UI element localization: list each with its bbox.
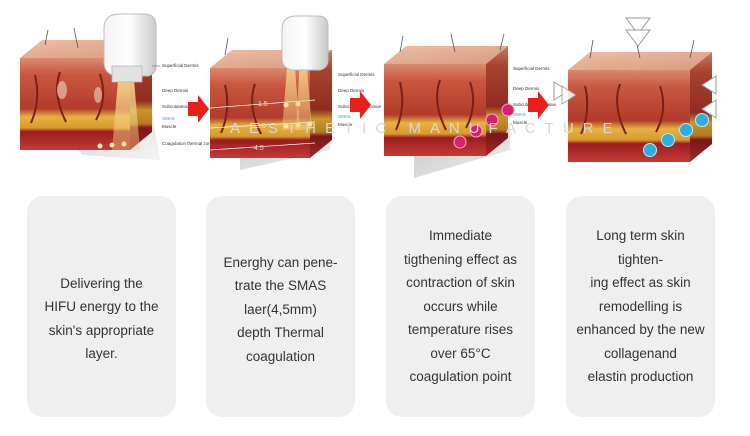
right-arrow-icon xyxy=(561,85,577,105)
stage-3-label-smas: SMAS xyxy=(513,112,526,117)
stage-3-label-deep: Deep Dermis xyxy=(513,86,540,91)
stage-2-depth-2: 3.0 xyxy=(256,123,266,130)
stage-1-label-subq: Subcutaneous Tissue xyxy=(162,104,206,109)
stage-3-collagen-dots xyxy=(453,103,515,149)
stage-1-label-muscle: Muscle xyxy=(162,124,177,129)
left-arrow-icon xyxy=(701,75,717,95)
stage-2-label-smas: SMAS xyxy=(338,114,351,119)
watermark: AESTHETIC MANUFACTURE xyxy=(230,120,622,137)
stage-3-label-superficial: Superficial Dermis xyxy=(513,66,550,71)
stage-2-label-superficial: Superficial Dermis xyxy=(338,72,375,77)
description-cards: Delivering the HIFU energy to the skin's… xyxy=(0,196,750,418)
stage-3-skin-block xyxy=(384,33,515,178)
arrow-1-icon xyxy=(188,95,209,123)
stage-3-labels: Superficial Dermis Deep Dermis Subcutane… xyxy=(513,66,557,125)
hifu-diagram: Superficial Dermis Deep Dermis Subcutane… xyxy=(20,13,717,178)
right-arrow-icon xyxy=(553,81,569,101)
down-arrow-icon xyxy=(625,17,651,35)
stage-2-label-muscle: Muscle xyxy=(338,122,353,127)
card-step-4-text: Long term skin tighten- ing effect as sk… xyxy=(576,228,705,385)
stage-1-label-deep: Deep Dermis xyxy=(162,88,189,93)
card-step-1: Delivering the HIFU energy to the skin's… xyxy=(27,196,176,417)
stage-1-label-superficial: Superficial Dermis xyxy=(162,63,199,68)
stage-2-probe xyxy=(281,15,329,130)
stage-4-compression-arrows xyxy=(553,17,717,119)
card-step-2: Energhy can pene- trate the SMAS laer(4,… xyxy=(206,196,355,417)
stage-2-depth-1: 1.5 xyxy=(258,101,268,108)
card-step-1-text: Delivering the HIFU energy to the skin's… xyxy=(44,275,159,362)
diagram-stage: Superficial Dermis Deep Dermis Subcutane… xyxy=(0,0,750,190)
left-arrow-icon xyxy=(701,99,717,119)
stage-1-label-zone: Coagulation thermal zone xyxy=(162,141,214,146)
card-step-3: Immediate tigthening effect as contracti… xyxy=(386,196,535,417)
stage-2-label-deep: Deep Dermis xyxy=(338,88,365,93)
stage-1-label-smas: SMAS xyxy=(162,116,175,121)
stage-3-label-muscle: Muscle xyxy=(513,120,528,125)
card-step-3-text: Immediate tigthening effect as contracti… xyxy=(403,228,518,385)
stage-4-skin-block xyxy=(568,39,712,162)
stage-1-labels: Superficial Dermis Deep Dermis Subcutane… xyxy=(152,63,214,146)
arrow-3-icon xyxy=(528,91,549,119)
card-step-2-text: Energhy can pene- trate the SMAS laer(4,… xyxy=(223,254,338,364)
stage-4-collagen-dots xyxy=(643,113,709,157)
card-step-4: Long term skin tighten- ing effect as sk… xyxy=(566,196,715,417)
down-arrow-icon xyxy=(625,29,651,47)
stage-2-depth-3: 4.5 xyxy=(254,145,264,152)
arrow-2-icon xyxy=(350,91,371,119)
